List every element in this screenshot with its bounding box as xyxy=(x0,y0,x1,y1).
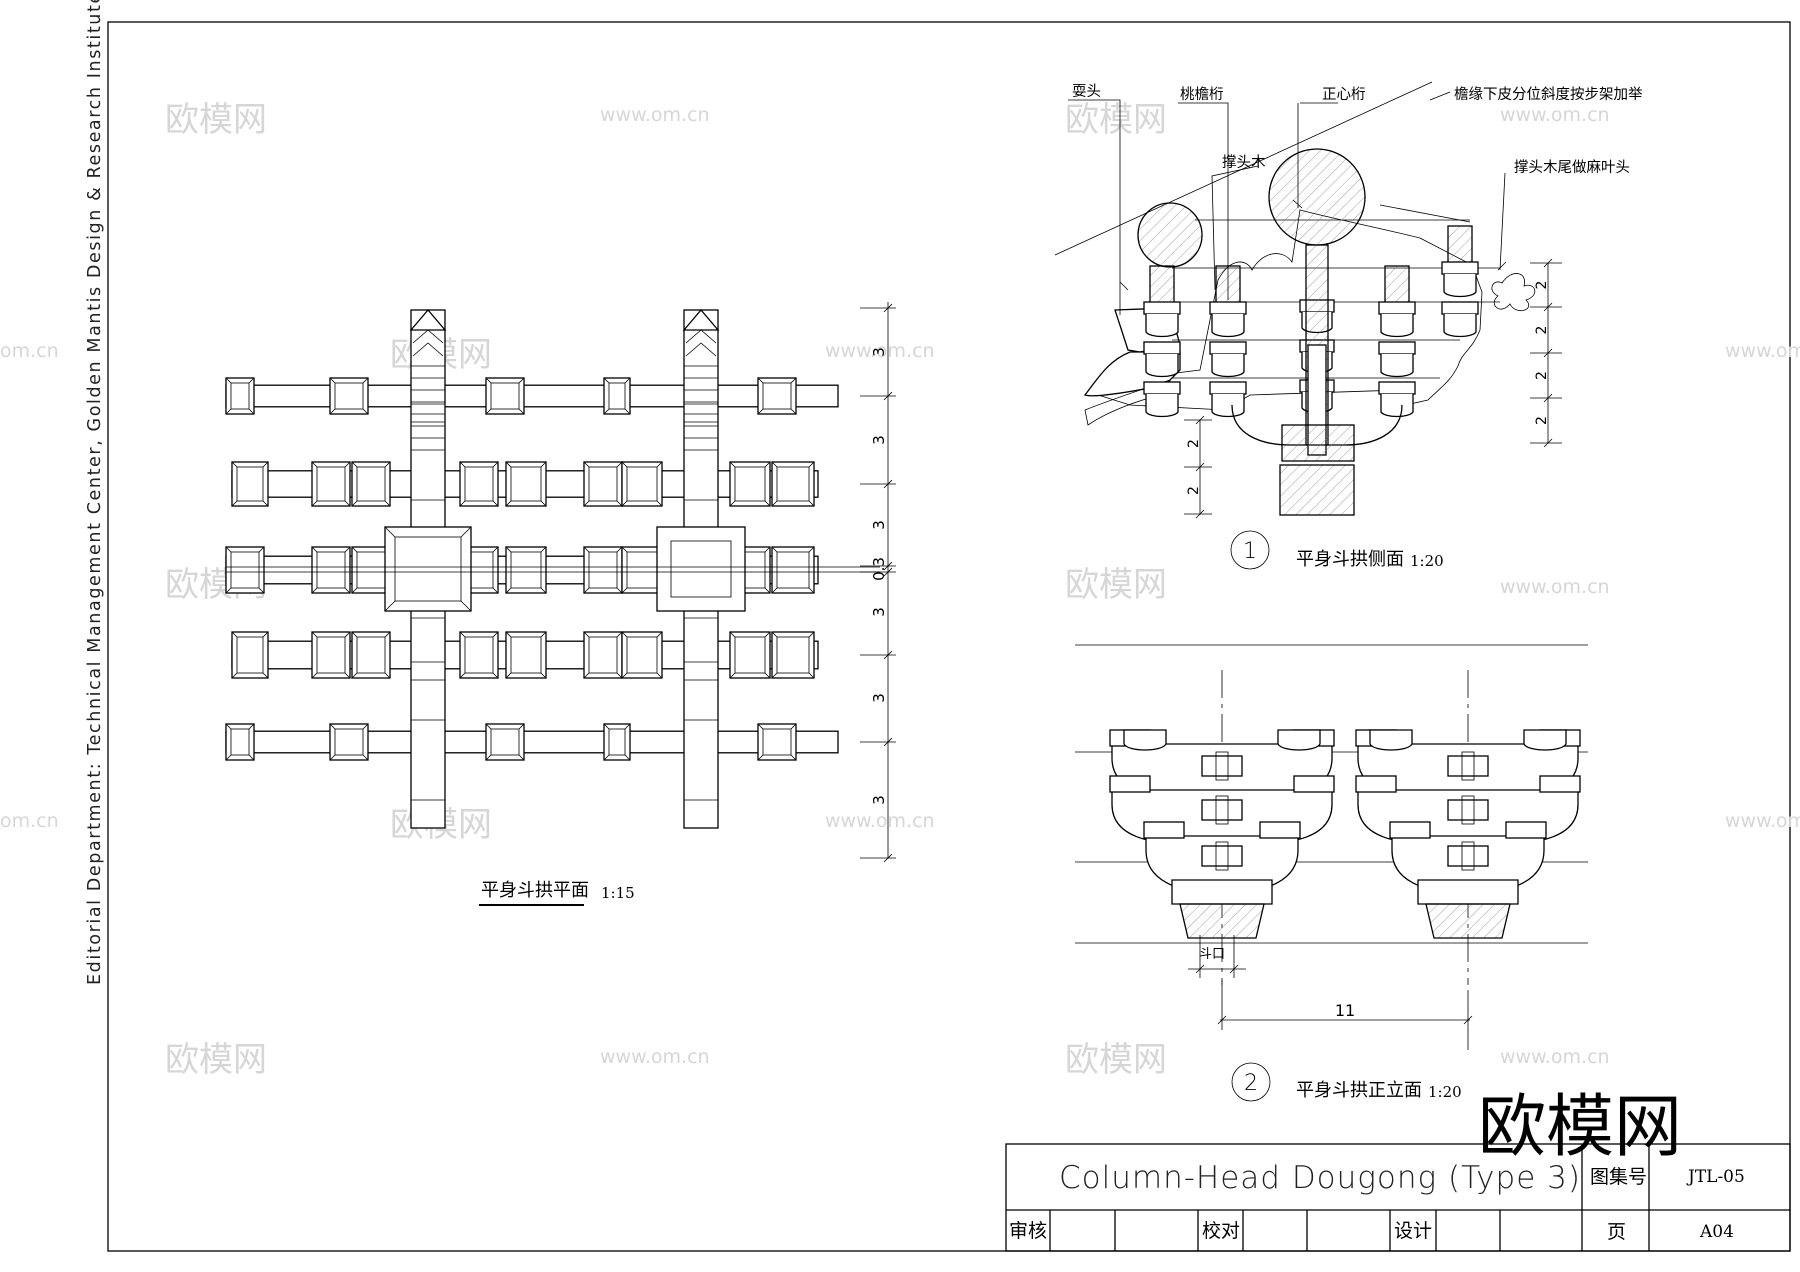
label-shuatou: 耍头 xyxy=(1072,83,1101,100)
watermark-url: www.om.cn xyxy=(825,340,935,362)
watermarks: 欧模网 www.om.cn 欧模网 www.om.cn om.cn 欧模网 ww… xyxy=(0,100,1800,1080)
side-dimensions-right: 2 2 2 2 xyxy=(1530,258,1562,448)
watermark-url: www.om.cn xyxy=(1500,104,1610,126)
corner-logo: 欧模网 xyxy=(1478,1088,1682,1167)
watermark-url-fragment: om.cn xyxy=(0,340,59,362)
label-yanyuan-note: 檐缘下皮分位斜度按步架加举 xyxy=(1454,86,1643,103)
front-view-title: 平身斗拱正立面 xyxy=(1296,1080,1422,1101)
front-view xyxy=(1075,644,1588,1050)
plan-title: 平身斗拱平面 xyxy=(481,880,589,901)
side-dimension-label: 2 xyxy=(1186,439,1202,448)
page-value: A04 xyxy=(1699,1222,1734,1242)
side-bracket-stack xyxy=(1378,265,1416,418)
plan-beam-row xyxy=(225,377,839,415)
watermark-url: www.om.cn xyxy=(1725,340,1800,362)
front-view-scale: 1:20 xyxy=(1428,1083,1462,1101)
side-view xyxy=(1054,81,1536,516)
side-view-number-circle xyxy=(1230,530,1270,570)
review-label: 审核 xyxy=(1009,1220,1047,1242)
watermark-url-fragment: om.cn xyxy=(0,810,59,832)
plan-dimension-label: 3 xyxy=(870,693,888,703)
sheet-border xyxy=(107,21,1791,1252)
plan-dimension-label: 3 xyxy=(870,435,888,445)
side-dimension-label: 2 xyxy=(1534,416,1550,425)
plan-dimension-label: 0.3 xyxy=(870,557,888,581)
plan-dimension-label: 3 xyxy=(870,795,888,805)
side-dimensions-left: 22 xyxy=(1184,415,1212,519)
side-dimension-label: 2 xyxy=(1534,281,1550,290)
zhengxinheng-purlin xyxy=(1268,148,1366,246)
tiaoyanheng-purlin xyxy=(1137,202,1203,268)
span-dimension: 11 xyxy=(1335,1001,1355,1020)
watermark-cn: 欧模网 xyxy=(165,100,267,140)
plan-beam-row xyxy=(231,461,819,507)
side-credit-text: Editorial Department: Technical Manageme… xyxy=(85,0,105,985)
plan-dimension-chain: 3 3 3 0.3 3 3 3 xyxy=(860,302,896,863)
front-view-number: 2 xyxy=(1244,1071,1258,1096)
side-bracket-stack xyxy=(1143,265,1181,418)
watermark-url: www.om.cn xyxy=(600,1046,710,1068)
side-bracket-stack xyxy=(1209,265,1247,418)
title-block xyxy=(1005,1143,1791,1252)
side-view-scale: 1:20 xyxy=(1410,552,1444,570)
side-dimension-label: 2 xyxy=(1534,371,1550,380)
watermark-url: www.om.cn xyxy=(825,810,935,832)
plan-scale: 1:15 xyxy=(601,884,635,902)
label-tiaoyanheng: 桃檐桁 xyxy=(1180,86,1224,103)
front-view-number-circle xyxy=(1231,1062,1271,1102)
watermark-url: www.om.cn xyxy=(600,104,710,126)
watermark-url: www.om.cn xyxy=(1500,576,1610,598)
label-chengtoumu: 撑头木 xyxy=(1222,154,1266,171)
side-dimension-label: 2 xyxy=(1186,486,1202,495)
plan-dimension-label: 3 xyxy=(870,607,888,617)
front-dougong-unit xyxy=(1109,729,1335,939)
watermark-cn: 欧模网 xyxy=(165,1040,267,1080)
plan-dimension-label: 3 xyxy=(870,347,888,357)
side-view-title: 平身斗拱侧面 xyxy=(1296,549,1404,570)
plan-view xyxy=(225,308,880,829)
plan-dimension-label: 3 xyxy=(870,520,888,530)
page-label: 页 xyxy=(1607,1221,1626,1243)
watermark-url: www.om.cn xyxy=(1725,810,1800,832)
label-zhengxinheng: 正心桁 xyxy=(1322,86,1366,103)
doukou-label: 斗口 xyxy=(1199,947,1225,962)
atlas-value: JTL-05 xyxy=(1686,1167,1745,1187)
atlas-label: 图集号 xyxy=(1590,1166,1647,1188)
design-label: 设计 xyxy=(1394,1220,1432,1242)
side-bracket-stack xyxy=(1441,225,1479,338)
plan-beam-row xyxy=(231,631,819,679)
label-chengtoumu-tail: 撑头木尾做麻叶头 xyxy=(1514,159,1630,176)
watermark-url: www.om.cn xyxy=(1500,1046,1610,1068)
watermark-cn: 欧模网 xyxy=(1065,100,1167,140)
front-dougong-unit xyxy=(1355,729,1581,939)
drawing-title: Column-Head Dougong (Type 3) xyxy=(1059,1160,1581,1196)
watermark-cn: 欧模网 xyxy=(1065,565,1167,605)
watermark-cn: 欧模网 xyxy=(1065,1040,1167,1080)
plan-beam-row xyxy=(225,723,839,761)
check-label: 校对 xyxy=(1202,1220,1240,1242)
side-dimension-label: 2 xyxy=(1534,326,1550,335)
side-view-number: 1 xyxy=(1243,539,1257,564)
